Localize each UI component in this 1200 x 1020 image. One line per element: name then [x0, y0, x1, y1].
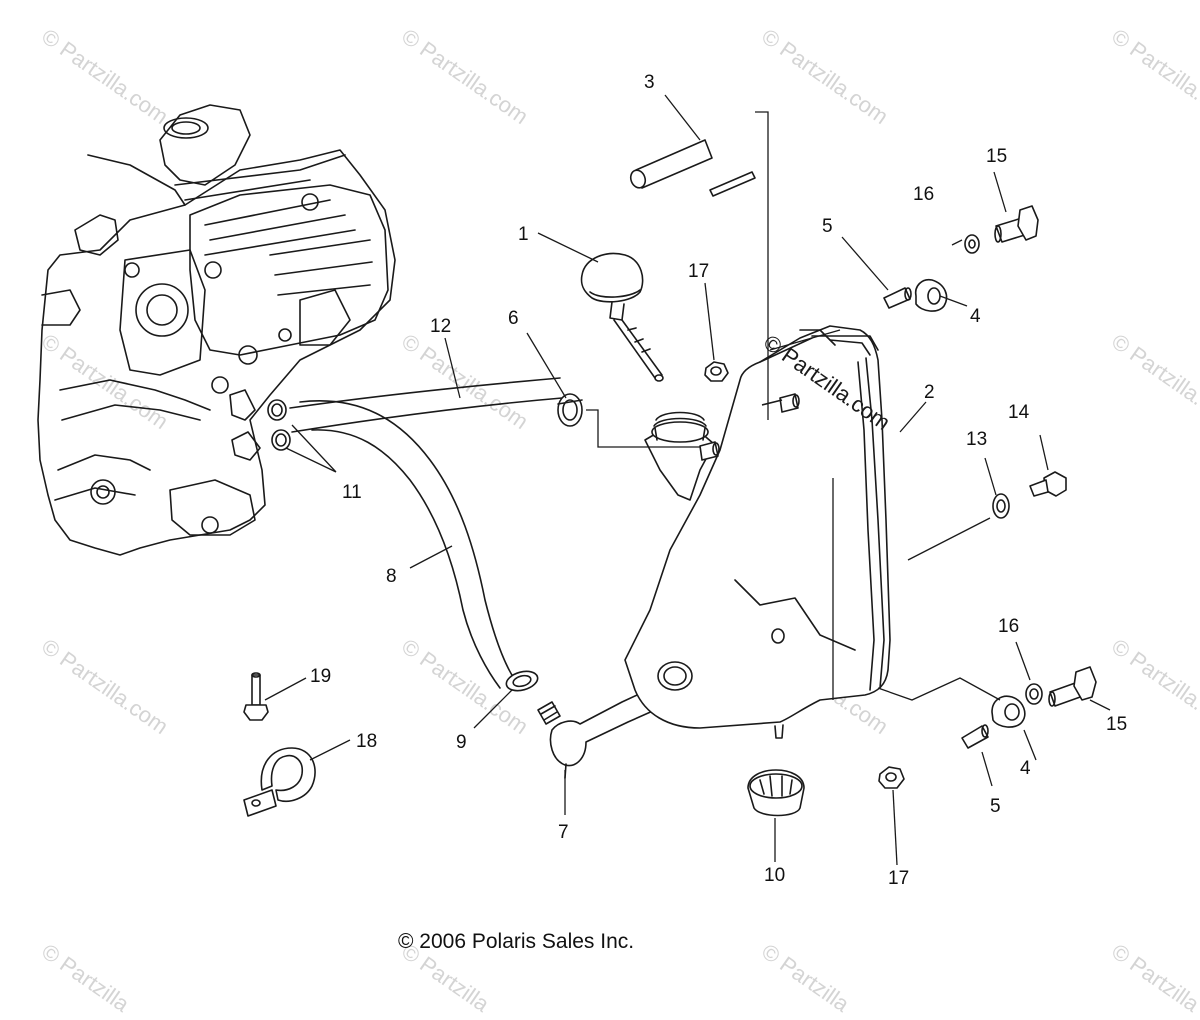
callout-11: 13 — [966, 429, 987, 450]
callout-6: 6 — [508, 308, 519, 329]
part-15-bolt-upper — [994, 205, 1039, 243]
engine-drawing — [37, 104, 396, 556]
callout-3: 3 — [644, 72, 655, 93]
part-4-grommet-upper — [914, 278, 948, 312]
part-9-clamp — [505, 670, 539, 692]
callout-19: 19 — [310, 666, 331, 687]
callout-labels: 3 1 17 5 16 15 4 2 12 6 11 13 14 8 16 15… — [310, 72, 1127, 889]
callout-12: 14 — [1008, 402, 1030, 423]
part-18-clamp — [243, 747, 316, 817]
callout-17-upper: 17 — [688, 261, 709, 282]
callout-16-upper: 16 — [913, 184, 934, 205]
part-14-hose — [289, 377, 563, 433]
part-3-vent-hose — [629, 139, 756, 197]
part-4-grommet-lower — [991, 695, 1026, 728]
part-5-spacer-lower — [961, 724, 989, 749]
callout-16-lower: 16 — [998, 616, 1019, 637]
part-17-nut-lower — [878, 766, 905, 789]
callout-7: 7 — [558, 822, 569, 843]
part-8-hose — [299, 400, 516, 689]
callout-5-lower: 5 — [990, 796, 1001, 817]
callout-15-upper: 15 — [986, 146, 1007, 167]
callout-1: 1 — [518, 224, 529, 245]
callout-18: 18 — [356, 731, 377, 752]
part-17-nut-upper — [704, 361, 729, 382]
callout-15-lower: 15 — [1106, 714, 1127, 735]
callout-8: 8 — [386, 566, 397, 587]
part-13-clamps — [267, 399, 291, 451]
callout-10: 10 — [764, 865, 785, 886]
part-1-dipstick — [580, 252, 664, 382]
part-11-washer — [992, 493, 1010, 519]
callout-5-upper: 5 — [822, 216, 833, 237]
part-16-washer-lower — [1025, 683, 1043, 705]
callout-4-upper: 4 — [970, 306, 981, 327]
watermark: © Partzilla.com — [1107, 24, 1200, 130]
callout-13: 11 — [342, 482, 362, 503]
watermark: © Partzilla.com — [1107, 329, 1200, 435]
watermark: © Partzilla.com — [37, 24, 173, 130]
watermark: © Partzilla — [1107, 939, 1200, 1018]
watermark: © Partzilla — [757, 939, 854, 1018]
copyright-notice: © 2006 Polaris Sales Inc. — [398, 930, 634, 953]
watermark: © Partzilla.com — [397, 24, 533, 130]
part-12-drain-plug — [1029, 471, 1067, 497]
part-5-spacer-upper — [883, 287, 912, 309]
callout-17-lower: 17 — [888, 868, 909, 889]
part-6-clamp — [557, 393, 583, 427]
watermark: © Partzilla.com — [757, 24, 893, 130]
part-15-bolt-lower — [1048, 666, 1097, 707]
callout-2: 2 — [924, 382, 935, 403]
part-10-grommet — [747, 769, 805, 817]
watermark: © Partzilla — [37, 939, 134, 1018]
watermark: © Partzilla.com — [37, 634, 173, 740]
watermark-layer: © Partzilla.com © Partzilla.com © Partzi… — [37, 24, 1200, 1018]
watermark: © Partzilla.com — [397, 329, 533, 435]
callout-9: 9 — [456, 732, 467, 753]
callout-14: 12 — [430, 316, 451, 337]
leader-lines — [264, 94, 1111, 866]
part-16-washer-upper — [964, 234, 980, 254]
callout-4-lower: 4 — [1020, 758, 1031, 779]
part-19-pin — [243, 672, 269, 721]
